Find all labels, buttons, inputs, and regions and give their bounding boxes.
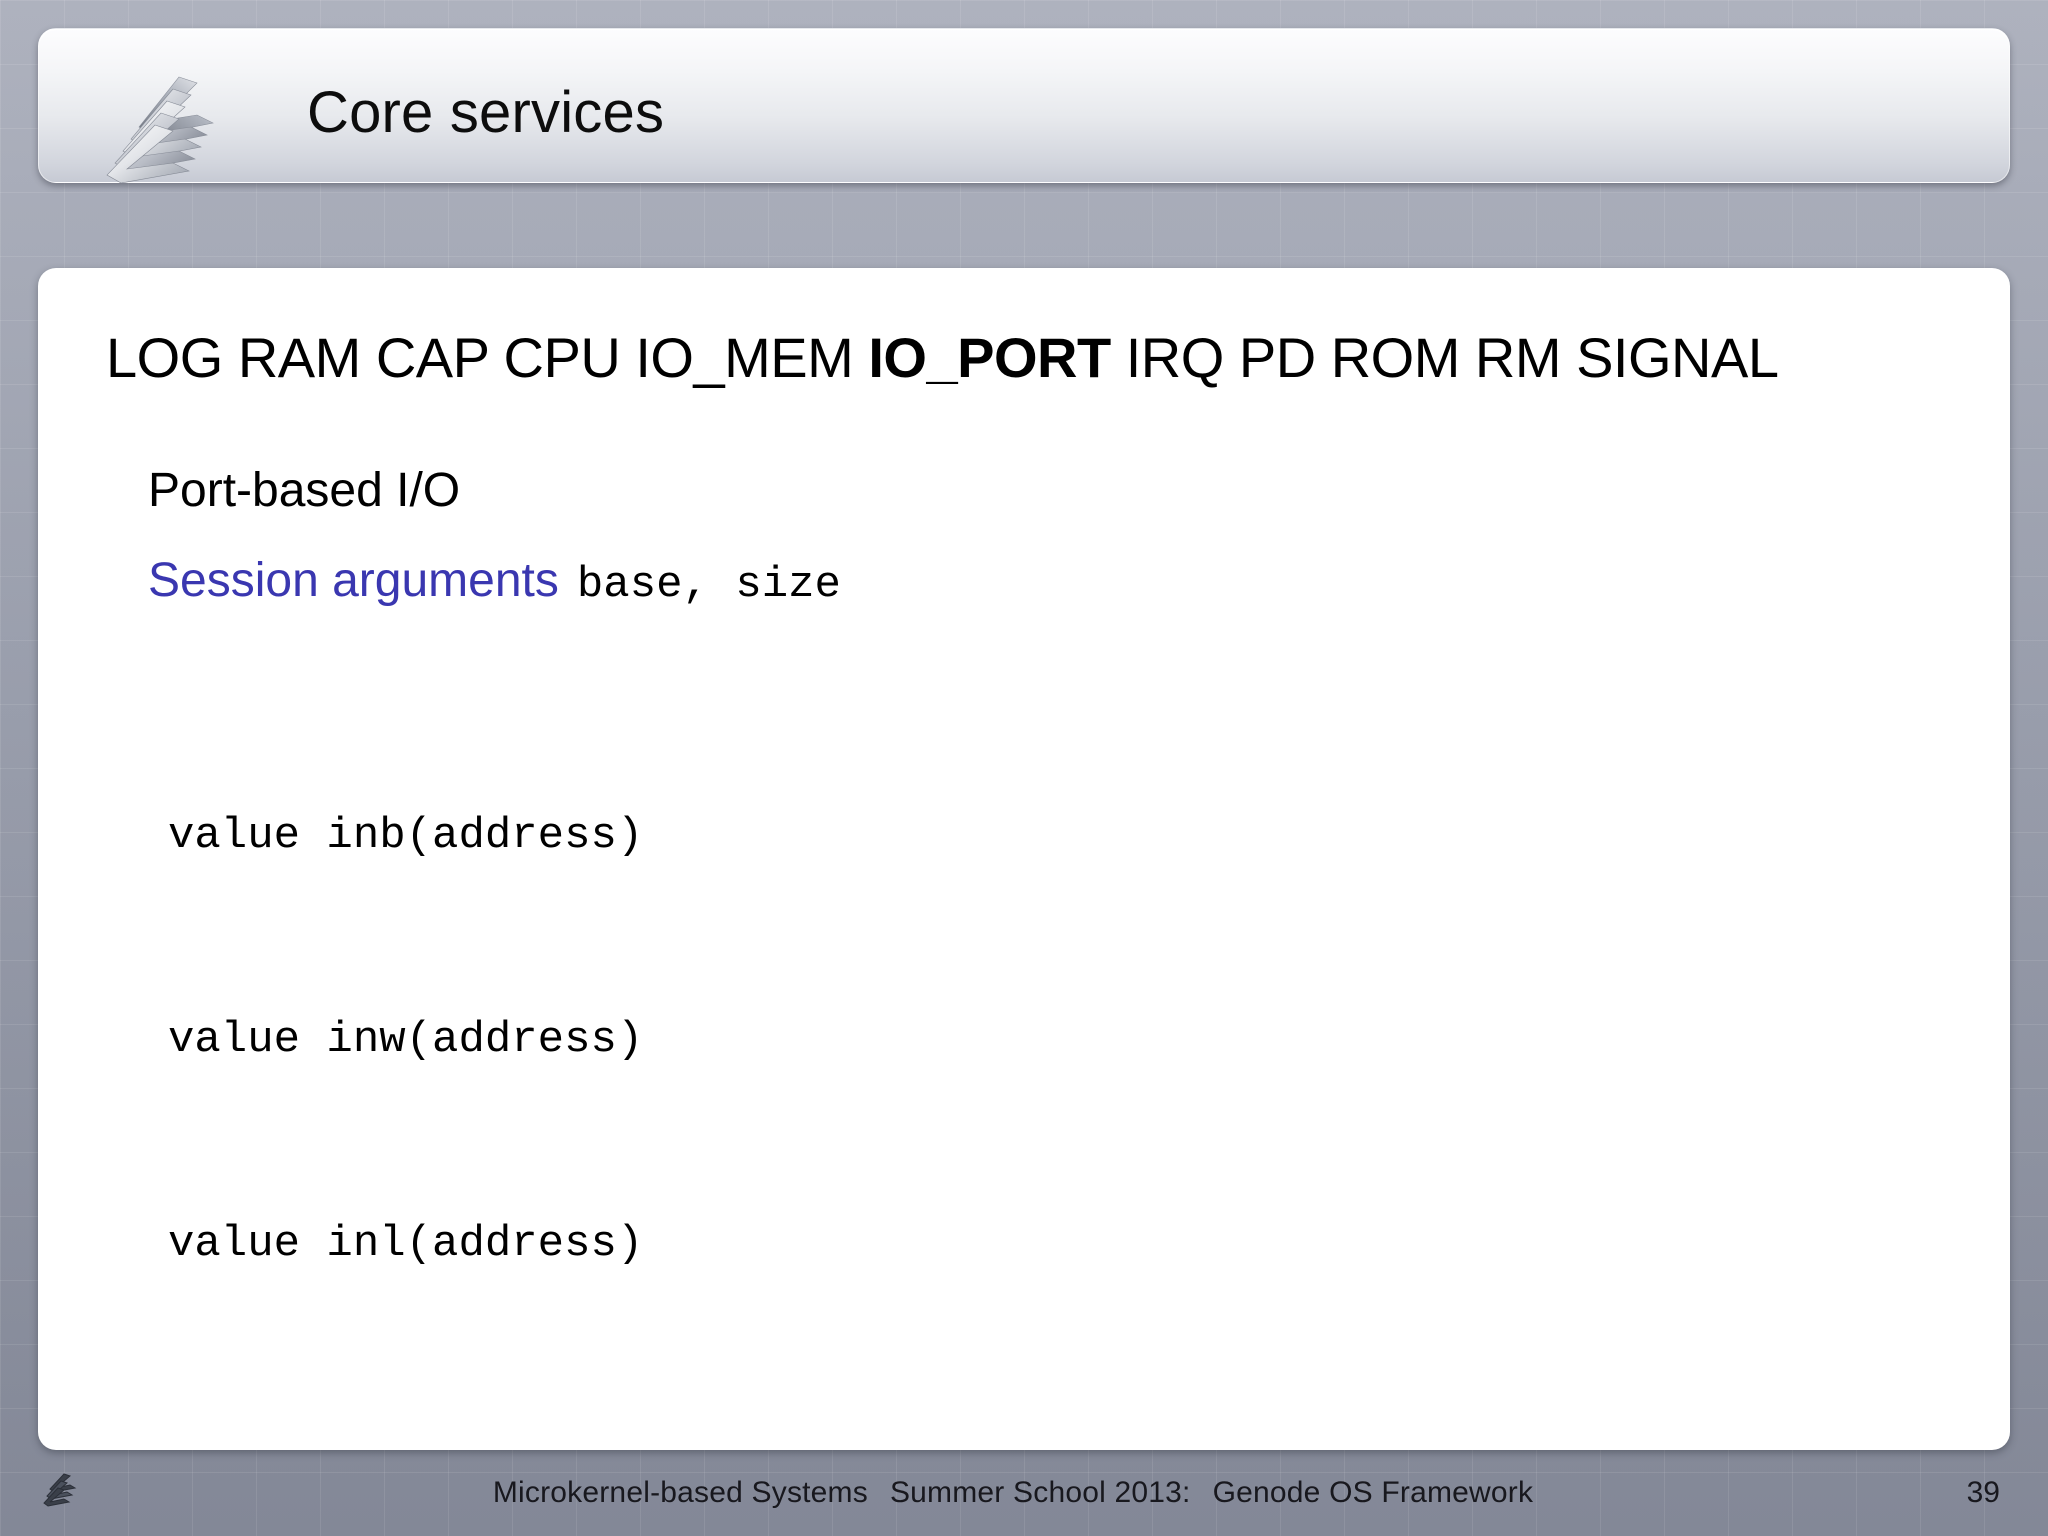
service-item-io-mem[interactable]: IO_MEM [635, 326, 854, 389]
slide-title-bar: Core services [38, 28, 2010, 184]
page-title: Core services [307, 80, 665, 145]
service-item-ram[interactable]: RAM [237, 326, 361, 389]
session-arguments-label: Session arguments [148, 554, 559, 607]
api-code-block: value inb(address) value inw(address) va… [168, 666, 828, 1450]
code-line: value inb(address) [168, 811, 644, 861]
service-item-signal[interactable]: SIGNAL [1576, 326, 1779, 389]
session-arguments-row: Session arguments base, size [148, 553, 841, 610]
service-item-io-port[interactable]: IO_PORT [868, 326, 1111, 389]
slide-footer: Microkernel-based Systems Summer School 2… [0, 1468, 2048, 1536]
service-item-pd[interactable]: PD [1238, 326, 1316, 389]
slide-content-panel: LOG RAM CAP CPU IO_MEM IO_PORT IRQ PD RO… [38, 268, 2010, 1450]
core-services-list: LOG RAM CAP CPU IO_MEM IO_PORT IRQ PD RO… [106, 325, 1779, 390]
service-item-irq[interactable]: IRQ [1125, 326, 1225, 389]
service-item-log[interactable]: LOG [106, 326, 223, 389]
footer-topic: Genode OS Framework [1212, 1476, 1534, 1509]
footer-fan-logo-icon [40, 1472, 84, 1512]
footer-course: Microkernel-based Systems [492, 1476, 868, 1509]
genode-fan-logo-icon [97, 73, 247, 184]
code-line: value inl(address) [168, 1219, 644, 1269]
session-arguments-values: base, size [576, 560, 841, 610]
code-line: value inw(address) [168, 1015, 644, 1065]
service-item-rom[interactable]: ROM [1330, 326, 1461, 389]
service-item-cap[interactable]: CAP [375, 326, 489, 389]
service-item-rm[interactable]: RM [1474, 326, 1562, 389]
section-subtitle: Port-based I/O [148, 464, 461, 517]
footer-event: Summer School 2013: [889, 1476, 1191, 1509]
service-item-cpu[interactable]: CPU [503, 326, 621, 389]
code-blank-line [168, 1414, 828, 1450]
page-number: 39 [1966, 1476, 2000, 1509]
footer-caption: Microkernel-based Systems Summer School 2… [0, 1476, 2048, 1510]
